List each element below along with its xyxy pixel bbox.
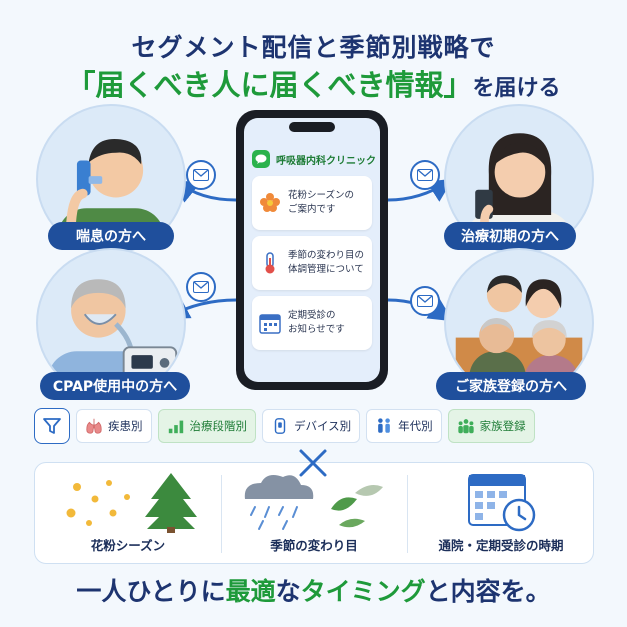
- multiply-icon: [299, 449, 327, 477]
- segment-chip-disease[interactable]: 疾患別: [76, 409, 152, 443]
- segment-chip-age[interactable]: 年代別: [366, 409, 442, 443]
- persona-tag-family: ご家族登録の方へ: [436, 372, 586, 400]
- persona-tag-early-treatment: 治療初期の方へ: [444, 222, 576, 250]
- smartphone: 呼吸器内科クリニック 花粉シーズンのご案内です 季節の変わり目の体調管理について: [236, 110, 388, 390]
- timing-label-checkup: 通院・定期受診の時期: [438, 538, 564, 553]
- rain-leaves-icon: [244, 475, 383, 530]
- segment-filter-bar: 疾患別 治療段階別 デバイス別 年代別 家族登録: [34, 408, 594, 444]
- headline-line2: 「届くべき人に届くべき情報」を届ける: [0, 62, 627, 104]
- envelope-icon: [186, 272, 216, 302]
- segment-chip-device[interactable]: デバイス別: [262, 409, 361, 443]
- persona-tag-cpap: CPAP使用中の方へ: [40, 372, 190, 400]
- clinic-name: 呼吸器内科クリニック: [276, 155, 376, 167]
- envelope-icon: [186, 160, 216, 190]
- app-header: 呼吸器内科クリニック: [252, 150, 376, 168]
- thermometer-icon: [265, 252, 275, 274]
- pollen-tree-icon: [66, 473, 197, 533]
- family-group-icon: [458, 419, 474, 434]
- divider: [407, 475, 408, 553]
- headline-highlight: 「届くべき人に届くべき情報」: [66, 68, 473, 102]
- headline-rest: を届ける: [472, 76, 561, 101]
- phone-notch: [289, 122, 335, 132]
- lungs-icon: [86, 418, 102, 434]
- segment-chip-family[interactable]: 家族登録: [447, 409, 535, 443]
- footer-tagline: 一人ひとりに最適なタイミングと内容を。: [76, 577, 551, 606]
- message-card-season[interactable]: 季節の変わり目の体調管理について: [252, 236, 372, 290]
- device-icon: [274, 418, 286, 434]
- phone-screen: 呼吸器内科クリニック 花粉シーズンのご案内です 季節の変わり目の体調管理について: [244, 118, 380, 382]
- flower-icon: [260, 193, 280, 212]
- envelope-icon: [410, 286, 440, 316]
- envelope-icon: [410, 160, 440, 190]
- calendar-clock-icon: [468, 474, 536, 532]
- step-bars-icon: [168, 420, 183, 434]
- timing-label-pollen: 花粉シーズン: [90, 538, 166, 553]
- chat-app-icon: [252, 150, 270, 168]
- divider: [221, 475, 222, 553]
- persona-tag-asthma: 喘息の方へ: [48, 222, 174, 250]
- filter-funnel-icon: [34, 408, 70, 444]
- people-age-icon: [378, 418, 391, 433]
- timing-label-season-change: 季節の変わり目: [270, 538, 358, 553]
- message-card-pollen[interactable]: 花粉シーズンのご案内です: [252, 176, 372, 230]
- calendar-icon: [259, 314, 281, 334]
- headline-line1: セグメント配信と季節別戦略で: [131, 33, 496, 62]
- timing-panel: 花粉シーズン 季節の変わり目 通院・定期受診の時期: [34, 462, 594, 564]
- segment-chip-treatment-stage[interactable]: 治療段階別: [157, 409, 256, 443]
- message-card-checkup[interactable]: 定期受診のお知らせです: [252, 296, 372, 350]
